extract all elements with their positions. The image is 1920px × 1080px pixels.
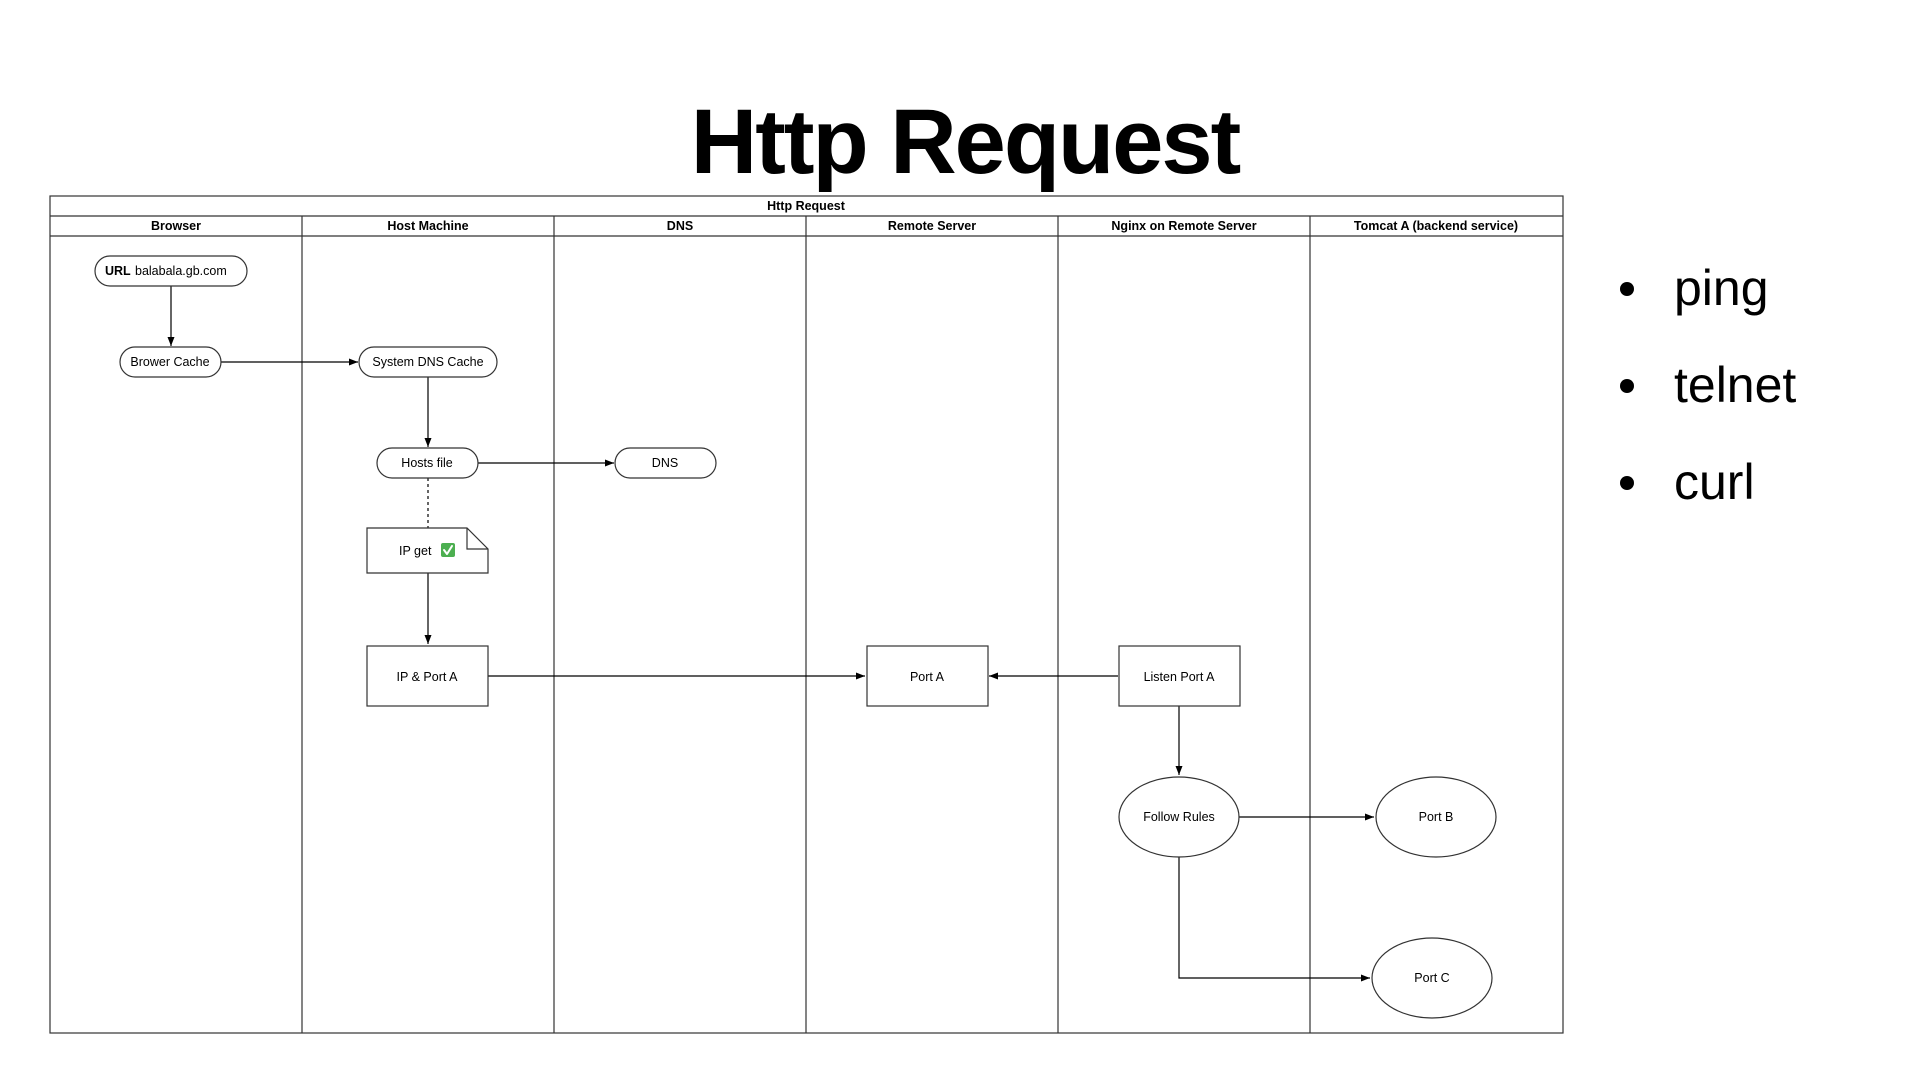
dns-label: DNS [652, 456, 678, 470]
follow-rules-label: Follow Rules [1143, 810, 1215, 824]
bullet-dot-icon [1620, 476, 1634, 490]
dns-node [614, 447, 717, 479]
ip-get-note [366, 527, 489, 574]
pool-title: Http Request [767, 199, 846, 213]
bullet-text: telnet [1674, 357, 1797, 413]
port-b-label: Port B [1419, 810, 1454, 824]
port-b-node [1375, 776, 1497, 858]
browser-cache-node [119, 346, 222, 378]
lane-title-remote-server: Remote Server [888, 219, 976, 233]
port-a-label: Port A [910, 670, 945, 684]
lane-title-dns: DNS [667, 219, 693, 233]
slide-title: Http Request [690, 91, 1241, 193]
listen-port-a-label: Listen Port A [1144, 670, 1216, 684]
url-value-label: balabala.gb.com [135, 264, 227, 278]
hosts-file-label: Hosts file [401, 456, 452, 470]
ip-port-a-node [366, 645, 489, 707]
port-c-node [1371, 937, 1493, 1019]
url-prefix-label: URL [105, 264, 131, 278]
bullet-dot-icon [1620, 379, 1634, 393]
edge-follow-rules-to-port-c [1178, 857, 1370, 982]
bullet-text: curl [1674, 454, 1755, 510]
lane-title-nginx: Nginx on Remote Server [1111, 219, 1256, 233]
bullet-dot-icon [1620, 282, 1634, 296]
bullet-item: ping [1620, 258, 1796, 355]
hosts-file-node [376, 447, 479, 479]
ip-port-a-label: IP & Port A [397, 670, 459, 684]
bullet-item: telnet [1620, 355, 1796, 452]
lane-title-host-machine: Host Machine [387, 219, 468, 233]
browser-cache-label: Brower Cache [130, 355, 209, 369]
follow-rules-node [1118, 776, 1240, 858]
port-a-node [866, 645, 989, 707]
ip-get-note-fold [466, 528, 488, 550]
tool-bullet-list: ping telnet curl [1620, 258, 1796, 549]
port-c-label: Port C [1414, 971, 1449, 985]
lane-title-tomcat: Tomcat A (backend service) [1354, 219, 1518, 233]
system-dns-cache-label: System DNS Cache [372, 355, 483, 369]
ip-get-label: IP get [399, 544, 432, 558]
bullet-item: curl [1620, 452, 1796, 549]
url-node [94, 255, 248, 287]
check-mark-icon [441, 543, 455, 557]
system-dns-cache-node [358, 346, 498, 378]
listen-port-a-node [1118, 645, 1241, 707]
lane-title-browser: Browser [151, 219, 201, 233]
bullet-text: ping [1674, 260, 1769, 316]
